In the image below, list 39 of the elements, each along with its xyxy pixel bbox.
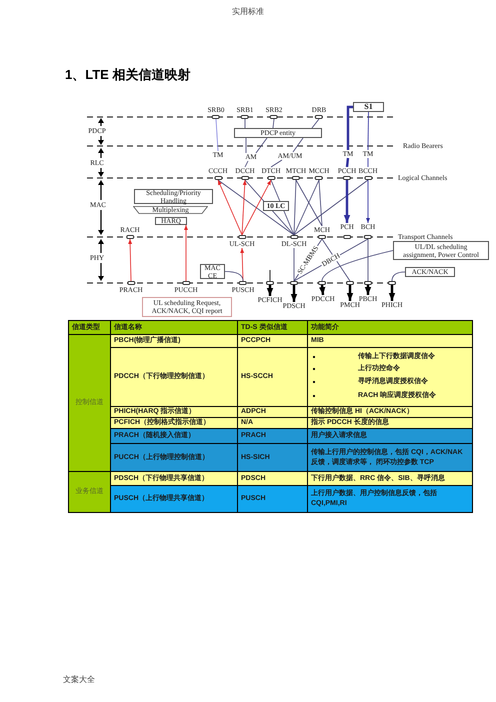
connector-line [346, 106, 353, 150]
connector-line [294, 180, 368, 236]
connector-line [270, 160, 282, 168]
connector-line [296, 180, 322, 226]
arrow [128, 238, 132, 282]
connector-line [368, 112, 369, 150]
connector-line [256, 138, 268, 154]
leader-line [392, 272, 406, 282]
arrow [240, 248, 244, 282]
connector-line [322, 238, 350, 282]
arrow [346, 285, 354, 301]
connector-line [346, 158, 350, 168]
arrow [290, 285, 298, 302]
connector-line [218, 180, 294, 236]
page-title: 1、LTE 相关信道映射 [65, 67, 190, 83]
connector-line [244, 160, 248, 168]
leader-line [322, 250, 394, 282]
arrow [218, 180, 242, 236]
connector-line [294, 180, 296, 236]
connector-line [292, 138, 304, 152]
arrow [242, 180, 247, 236]
arrow [266, 285, 274, 296]
arrow [366, 180, 370, 224]
connector-line [318, 180, 322, 226]
arrow [364, 285, 372, 295]
arrow [388, 285, 396, 301]
interface-box: S1 [353, 102, 384, 112]
connector-line [272, 118, 274, 128]
connector-line [312, 118, 320, 128]
connector-line [294, 180, 320, 236]
arrow [184, 224, 188, 282]
arrow [344, 180, 350, 223]
arrow [319, 284, 326, 296]
page-header: 实用标准 [232, 7, 264, 17]
leader-line [224, 271, 244, 282]
connector-line [216, 118, 218, 152]
arrow [242, 180, 272, 236]
connector-line [244, 118, 246, 128]
page-footer: 文案大全 [63, 675, 95, 685]
